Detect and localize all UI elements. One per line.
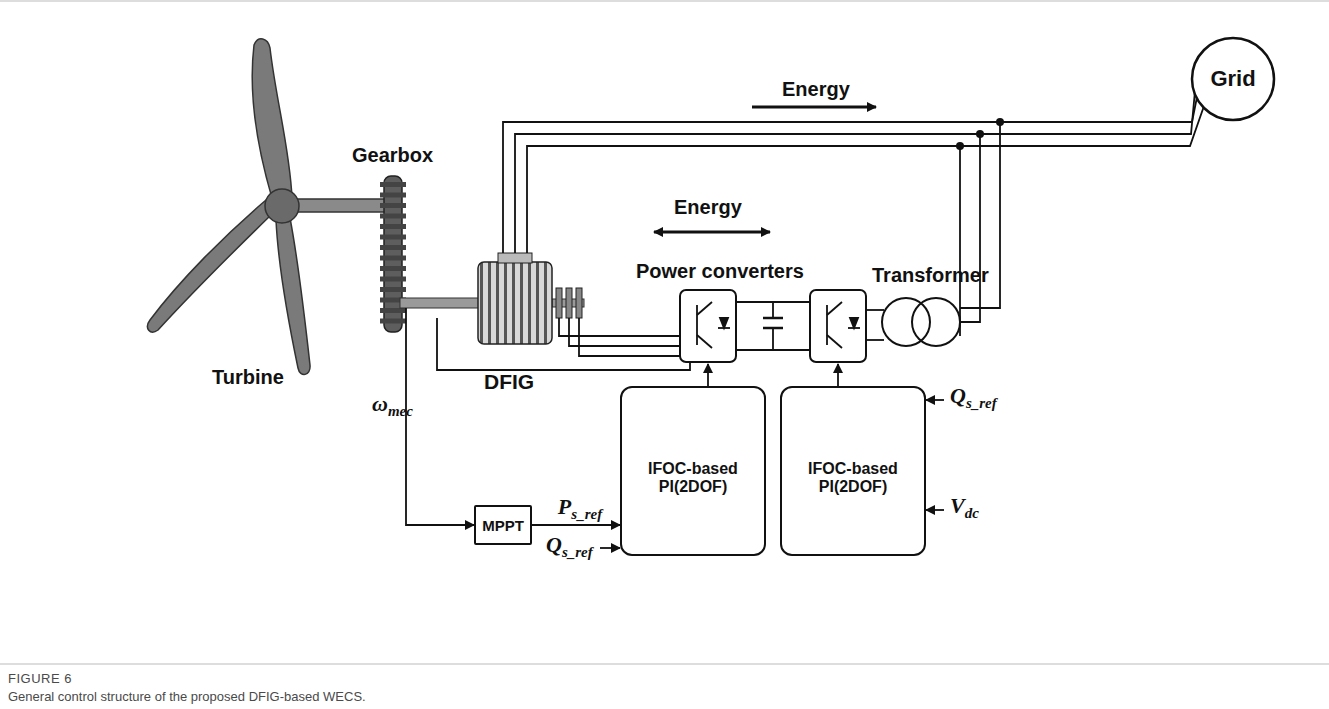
- figure-number: FIGURE 6: [8, 672, 72, 686]
- dfig-machine: [478, 253, 582, 344]
- part-name: Power converters: [636, 260, 804, 282]
- caption: General control structure of the propose…: [8, 689, 366, 704]
- node-text: IFOC-based PI(2DOF): [633, 460, 753, 496]
- frame-line: [0, 1, 1329, 2]
- power-converter: [680, 290, 884, 362]
- gearbox: [380, 176, 406, 332]
- frame-line: [0, 664, 1329, 665]
- node-text: IFOC-based PI(2DOF): [793, 460, 913, 496]
- controller-box: IFOC-based PI(2DOF): [780, 386, 926, 556]
- energy-arrow: [752, 106, 876, 109]
- signal-name: Qs_ref: [546, 533, 593, 561]
- part-name: Turbine: [212, 366, 284, 388]
- shaft: [400, 298, 480, 308]
- signal-name: Vdc: [950, 494, 979, 522]
- rotor-wires: [437, 318, 690, 370]
- energy-arrow: [654, 231, 770, 234]
- controller-box: IFOC-based PI(2DOF): [620, 386, 766, 556]
- signal-arrow: [532, 524, 620, 526]
- grid-circle: Grid: [1190, 36, 1276, 122]
- turbine: [148, 39, 388, 375]
- node-text: Grid: [1210, 66, 1255, 92]
- signal-name: Ps_ref: [558, 495, 602, 523]
- part-name: Gearbox: [352, 144, 433, 166]
- signal-name: Qs_ref: [950, 384, 997, 412]
- junction-dots: [956, 118, 1004, 150]
- transformer-symbol: [882, 298, 960, 346]
- energy-label: Energy: [782, 78, 850, 100]
- signal-name: ωmec: [372, 392, 413, 420]
- energy-label: Energy: [674, 196, 742, 218]
- part-name: Transformer: [872, 264, 989, 286]
- part-name: DFIG: [484, 370, 534, 393]
- node-text: MPPT: [482, 517, 524, 534]
- mppt-box: MPPT: [474, 505, 532, 545]
